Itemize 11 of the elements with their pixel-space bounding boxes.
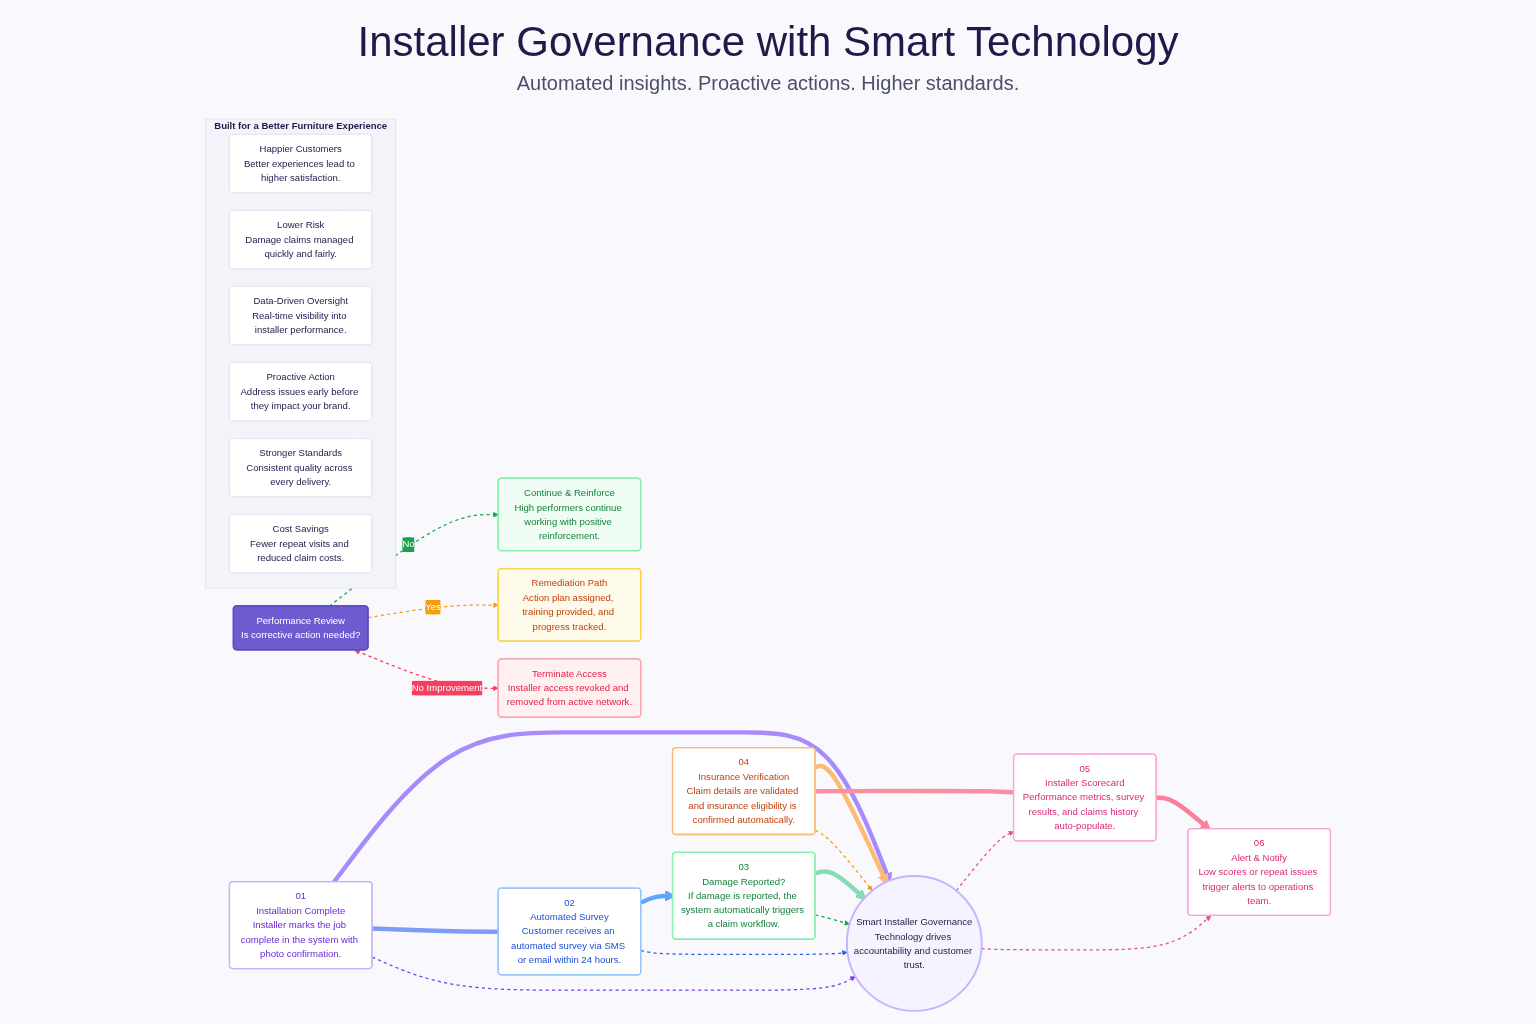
arrow [640,949,848,956]
edge-label: No [402,538,415,550]
node-circle: Smart Installer Governance Technology drives accountability and customer trust. [845,875,983,1012]
arrow [814,829,873,891]
title: Installer Governance with Smart Technology [357,18,1179,66]
arrow [332,730,892,884]
edge-label: Yes [425,601,441,612]
subtitle: Automated insights. Proactive actions. Higher standards. [516,72,1020,95]
arrow [371,956,856,991]
edge-label: No Improvement [411,682,483,693]
connector [372,926,499,934]
